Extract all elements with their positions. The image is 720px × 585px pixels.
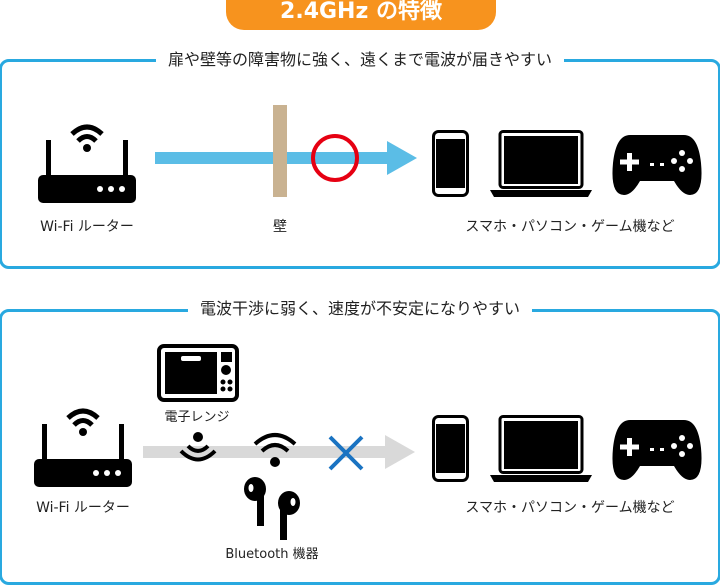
earbuds-icon: [244, 477, 300, 540]
bluetooth-label: Bluetooth 機器: [225, 547, 319, 562]
microwave-label: 電子レンジ: [164, 410, 230, 425]
section-badge: 2.4GHz の特徴: [226, 0, 496, 30]
game-controller-icon: [612, 135, 702, 195]
router-icon: [34, 408, 132, 487]
game-controller-icon: [612, 420, 702, 480]
wall: [273, 105, 287, 197]
devices-label: スマホ・パソコン・ゲーム機など: [465, 219, 675, 235]
wall-label: 壁: [273, 219, 287, 235]
smartphone-icon: [432, 415, 469, 482]
router-label: Wi-Fi ルーター: [36, 500, 130, 516]
panel-title: 扉や壁等の障害物に強く、遠くまで電波が届きやすい: [155, 50, 565, 70]
microwave-icon: [157, 344, 239, 402]
panel-title: 電波干渉に弱く、速度が不安定になりやすい: [187, 299, 533, 319]
laptop-icon: [490, 415, 592, 482]
router-icon: [38, 124, 136, 203]
highlight-circle: [311, 134, 359, 182]
laptop-icon: [490, 130, 592, 197]
smartphone-icon: [432, 130, 469, 197]
wifi-icon: [253, 433, 297, 467]
devices-label: スマホ・パソコン・ゲーム機など: [465, 500, 675, 516]
router-label: Wi-Fi ルーター: [40, 219, 134, 235]
radio-wave-icon: [179, 432, 217, 462]
signal-arrow: [155, 141, 417, 175]
blocked-x-icon: [328, 435, 364, 471]
section-badge-title: 2.4GHz の特徴: [280, 0, 442, 24]
